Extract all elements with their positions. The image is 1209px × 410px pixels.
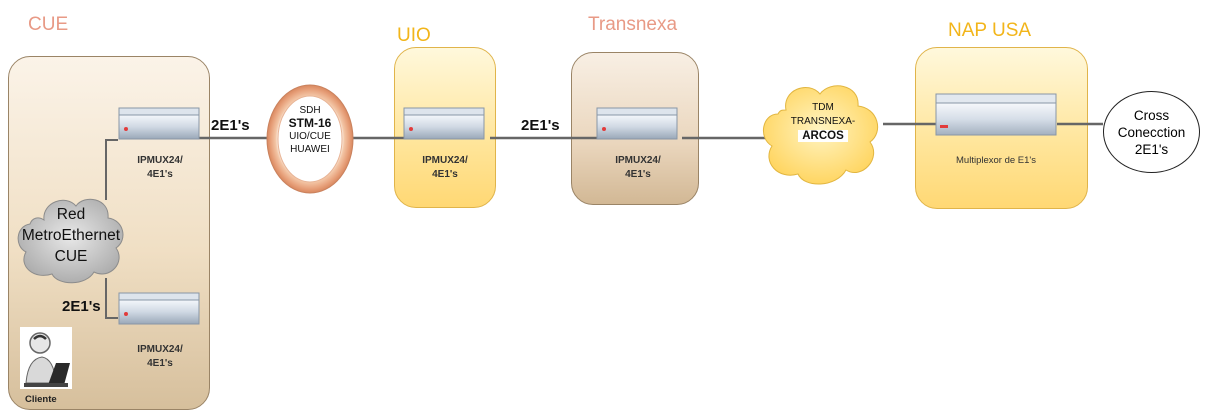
- cross-connection-node: Cross Conecction 2E1's: [1103, 91, 1200, 173]
- link-label-cue-internal: 2E1's: [62, 298, 101, 315]
- metro-ethernet-cloud-icon: [17, 198, 124, 284]
- cue-bottom-device-label-line1: IPMUX24/: [137, 344, 183, 355]
- transnexa-device-label-line2: 4E1's: [625, 169, 651, 180]
- metro-cloud-line-3: CUE: [54, 248, 88, 265]
- client-user-icon: [20, 327, 72, 389]
- link-label-uio-transnexa: 2E1's: [521, 117, 560, 134]
- metro-cloud-text: Red MetroEthernet CUE: [14, 204, 128, 267]
- uio-device-label-line2: 4E1's: [432, 169, 458, 180]
- tdm-line-3: ARCOS: [758, 129, 888, 143]
- uio-device-label: IPMUX24/ 4E1's: [390, 154, 500, 182]
- sdh-line-1: SDH: [299, 105, 321, 116]
- cue-bottom-device-label: IPMUX24/ 4E1's: [105, 343, 215, 371]
- cue-bottom-device-label-line2: 4E1's: [147, 358, 173, 369]
- sdh-line-4: HUAWEI: [290, 144, 330, 155]
- client-label: Cliente: [25, 394, 57, 405]
- sdh-line-3: UIO/CUE: [289, 131, 331, 142]
- cross-line-1: Cross: [1133, 107, 1170, 123]
- sdh-line-2: STM-16: [288, 116, 332, 130]
- link-label-cue-sdh: 2E1's: [211, 117, 250, 134]
- nap-usa-region-title: NAP USA: [948, 20, 1032, 41]
- sdh-ring-icon: [266, 84, 354, 194]
- uio-device-label-line1: IPMUX24/: [422, 155, 468, 166]
- link-cloud-cue-bottom: [105, 278, 118, 319]
- metro-cloud-line-2: MetroEthernet: [21, 227, 121, 244]
- link-cue-top-cloud: [105, 139, 118, 200]
- metro-cloud-line-1: Red: [56, 206, 86, 223]
- sdh-ring-text: SDH STM-16 UIO/CUE HUAWEI: [262, 104, 358, 156]
- nap-device-label: Multiplexor de E1's: [956, 155, 1036, 166]
- transnexa-device-label-line1: IPMUX24/: [615, 155, 661, 166]
- cue-top-device-label: IPMUX24/ 4E1's: [105, 154, 215, 182]
- cue-bottom-ipmux-device: [118, 292, 200, 325]
- tdm-cloud-text: TDM TRANSNEXA- ARCOS: [758, 101, 888, 143]
- cross-line-3: 2E1's: [1134, 141, 1169, 157]
- tdm-line-3-text: ARCOS: [798, 130, 848, 142]
- cue-top-ipmux-device: [118, 107, 200, 140]
- uio-region-title: UIO: [397, 25, 431, 46]
- cue-region-title: CUE: [28, 14, 69, 35]
- transnexa-device-label: IPMUX24/ 4E1's: [583, 154, 693, 182]
- cue-top-device-label-line1: IPMUX24/: [137, 155, 183, 166]
- transnexa-ipmux-device: [596, 107, 678, 140]
- cue-top-device-label-line2: 4E1's: [147, 169, 173, 180]
- uio-ipmux-device: [403, 107, 485, 140]
- tdm-line-2: TRANSNEXA-: [790, 116, 856, 127]
- nap-multiplexer-device: [935, 93, 1057, 136]
- cross-line-2: Conecction: [1117, 124, 1186, 140]
- transnexa-region-title: Transnexa: [588, 14, 678, 35]
- tdm-line-1: TDM: [812, 102, 834, 113]
